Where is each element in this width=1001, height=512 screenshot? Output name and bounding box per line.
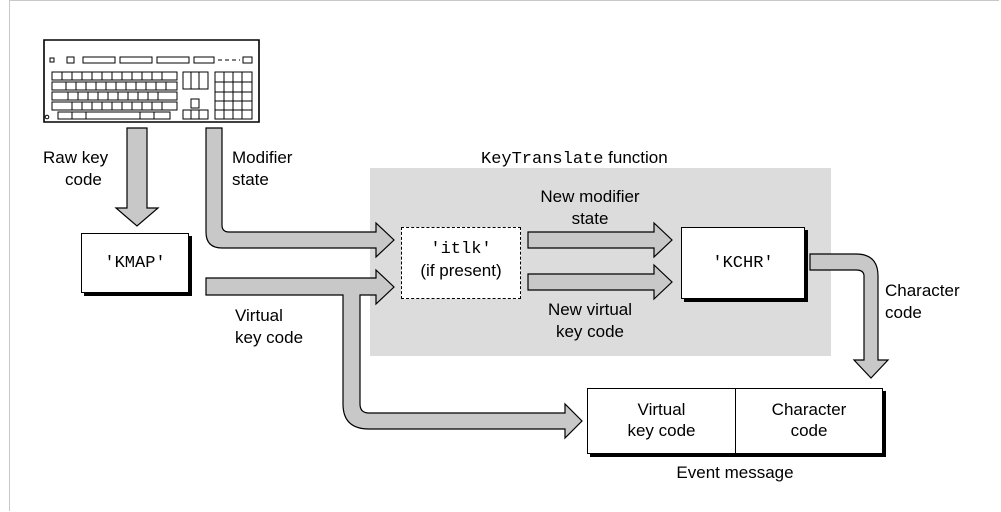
virtual-key-code-arrow <box>205 268 583 440</box>
event-divider <box>735 389 736 453</box>
keytranslate-function-suffix: function <box>603 148 668 167</box>
modifier-state-arrow <box>205 127 395 259</box>
new-virtual-key-code-arrow <box>527 263 673 301</box>
keyboard-icon <box>43 39 260 123</box>
raw-key-code-line2: code <box>65 170 102 189</box>
keytranslate-title: KeyTranslate function <box>481 147 668 170</box>
itlk-note: (if present) <box>420 261 502 280</box>
new-modifier-state-line2: state <box>571 209 609 228</box>
event-virtual-line2: key code <box>627 421 696 440</box>
itlk-box: 'itlk' (if present) <box>401 227 521 299</box>
character-code-line1: Character <box>885 281 960 300</box>
diagram-frame <box>9 0 999 511</box>
event-virtual-line1: Virtual <box>637 400 686 419</box>
event-message-caption: Event message <box>676 463 794 482</box>
character-code-line2: code <box>885 303 922 322</box>
raw-key-code-line1: Raw key <box>43 148 109 167</box>
itlk-label: 'itlk' <box>430 240 492 259</box>
event-character-line1: Character <box>771 400 847 419</box>
kchr-label: 'KCHR' <box>712 253 774 273</box>
raw-key-code-arrow <box>114 127 160 227</box>
new-virtual-key-code-line1: New virtual <box>547 300 633 319</box>
virtual-key-code-line2: key code <box>235 328 304 347</box>
event-character-line2: code <box>790 421 828 440</box>
modifier-state-line1: Modifier <box>232 148 293 167</box>
kchr-box: 'KCHR' <box>681 227 805 299</box>
character-code-arrow <box>809 253 890 379</box>
new-modifier-state-line1: New modifier <box>540 187 640 206</box>
new-virtual-key-code-line2: key code <box>555 322 625 341</box>
kmap-box: 'KMAP' <box>81 233 189 293</box>
modifier-state-line2: state <box>232 170 269 189</box>
keytranslate-function-name: KeyTranslate <box>481 150 604 169</box>
event-message-box: Virtual key code Character code <box>587 388 883 454</box>
kmap-label: 'KMAP' <box>104 253 166 273</box>
virtual-key-code-line1: Virtual <box>235 306 283 325</box>
new-modifier-state-arrow <box>527 221 673 259</box>
